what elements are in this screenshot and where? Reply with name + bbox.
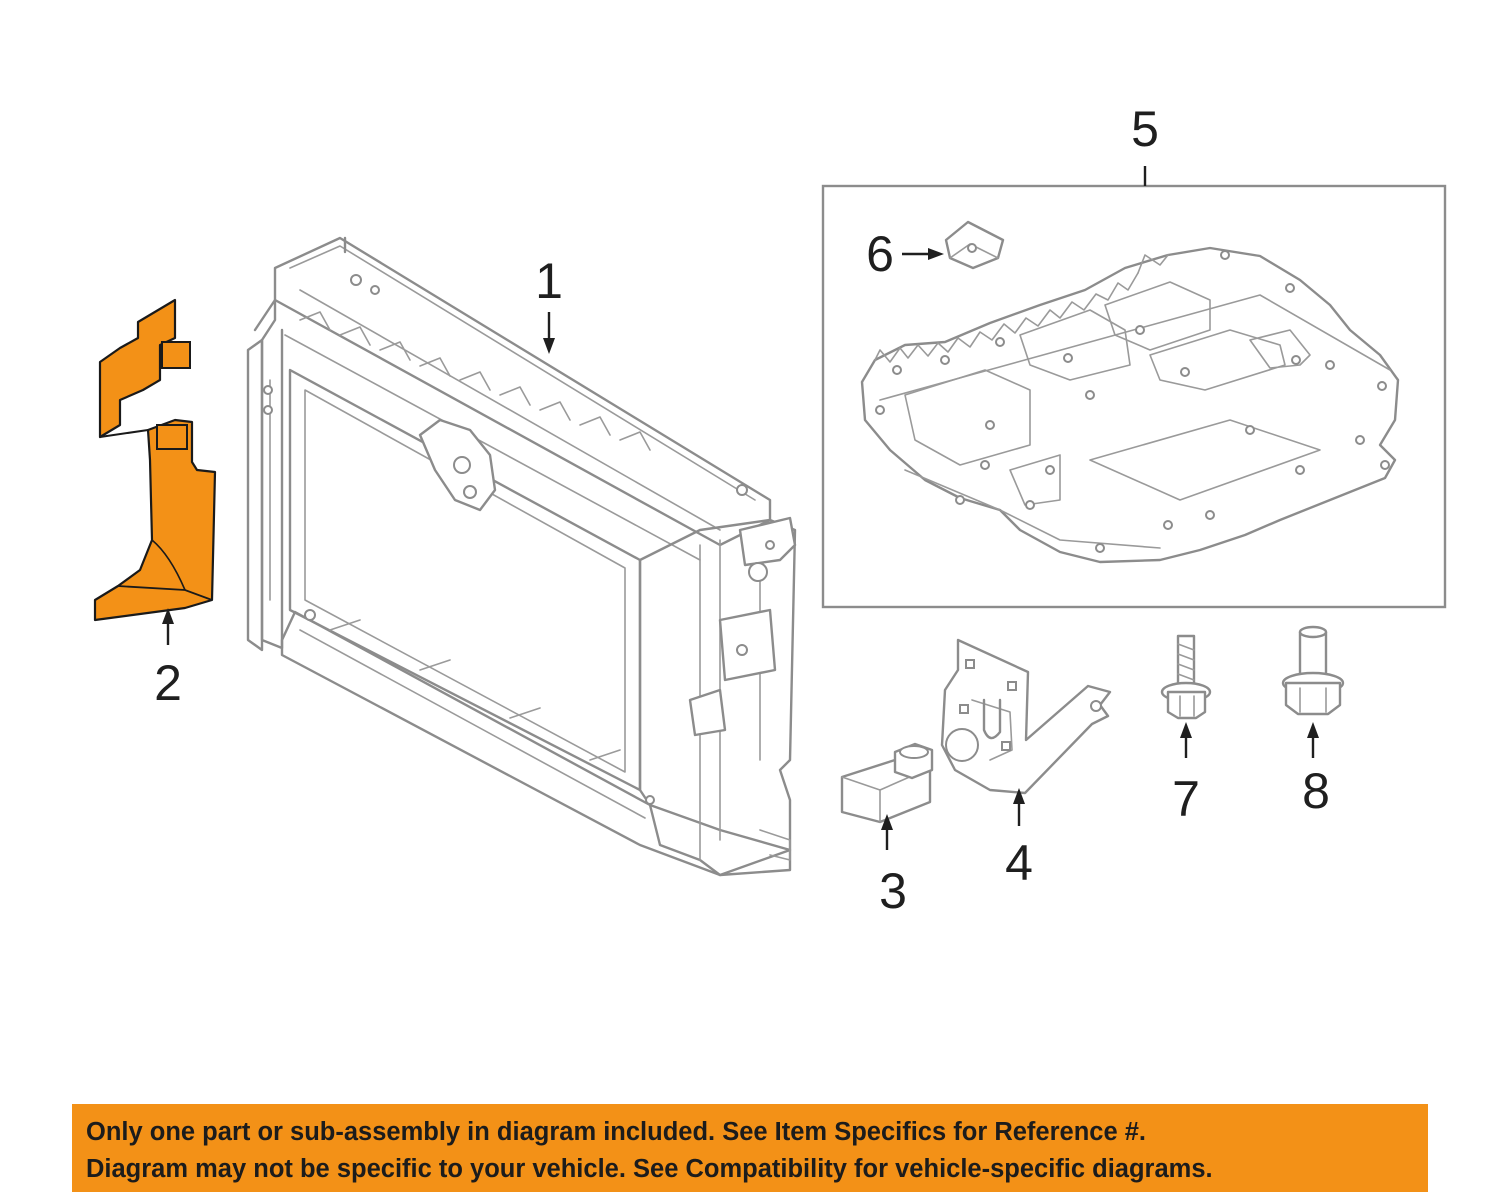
disclaimer-line-2: Diagram may not be specific to your vehi… [86, 1155, 1213, 1183]
part-1-radiator-support[interactable] [246, 236, 797, 877]
callout-4: 4 [1005, 835, 1033, 891]
callout-2: 2 [154, 655, 182, 711]
part-3-connector[interactable] [840, 742, 934, 824]
part-5-undertray[interactable] [860, 246, 1400, 564]
callout-6: 6 [866, 226, 894, 282]
callout-1: 1 [535, 253, 563, 309]
parts-diagram: 1 2 3 4 5 6 7 8 [93, 101, 1447, 919]
part-7-screw[interactable] [1160, 634, 1212, 720]
callout-7: 7 [1172, 771, 1200, 827]
part-4-bracket[interactable] [940, 638, 1112, 795]
callout-5: 5 [1131, 101, 1159, 157]
part-5-frame [821, 184, 1447, 609]
callout-8: 8 [1302, 763, 1330, 819]
disclaimer-line-1: Only one part or sub-assembly in diagram… [86, 1118, 1146, 1146]
disclaimer-banner: Only one part or sub-assembly in diagram… [72, 1104, 1428, 1192]
part-8-bolt[interactable] [1281, 625, 1345, 716]
callout-arrows [162, 166, 1319, 850]
part-2-air-deflector[interactable] [93, 298, 217, 622]
part-6-clip[interactable] [944, 220, 1005, 270]
callout-3: 3 [879, 863, 907, 919]
